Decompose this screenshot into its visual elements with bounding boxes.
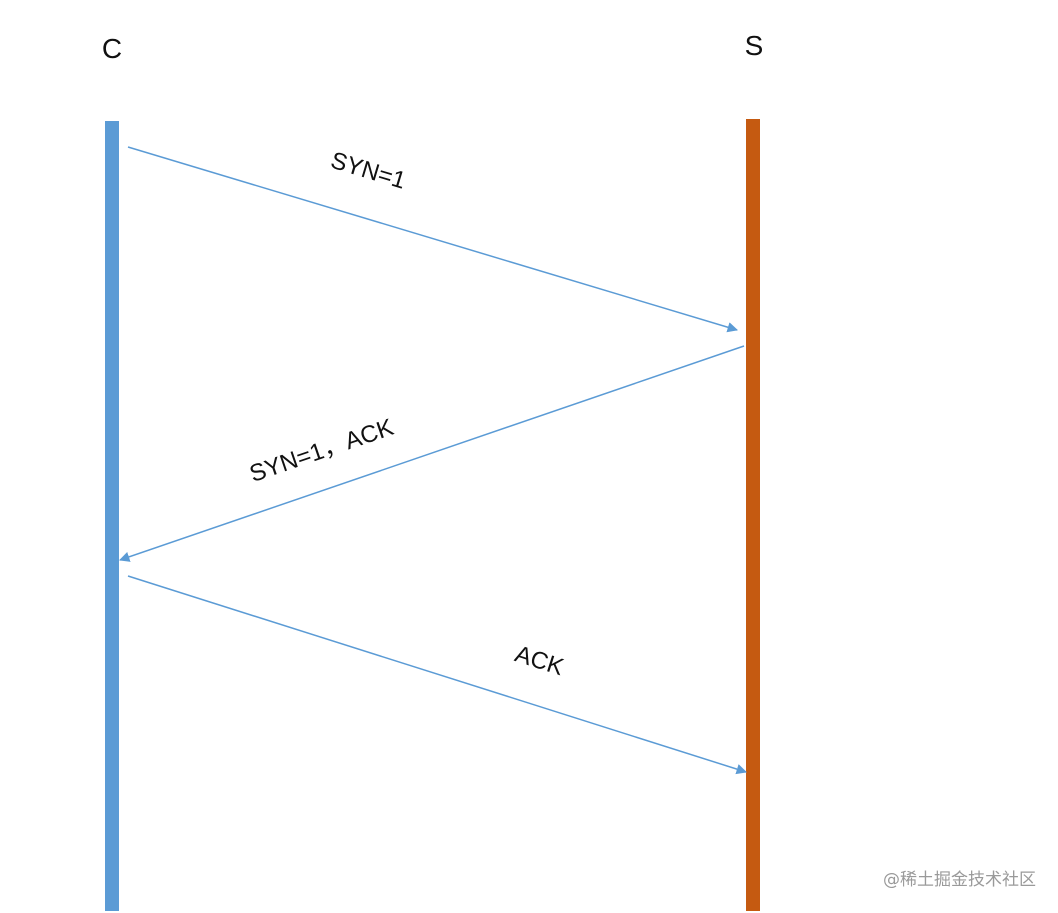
watermark-text: @稀土掘金技术社区	[883, 870, 1036, 890]
client-label: C	[102, 33, 122, 64]
client-lifeline	[105, 121, 119, 911]
ack-label: ACK	[512, 641, 567, 682]
syn-ack-arrow	[119, 345, 745, 562]
server-label: S	[745, 30, 764, 61]
syn-arrow	[127, 146, 739, 333]
server-lifeline	[746, 119, 760, 911]
syn-label: SYN=1	[328, 147, 409, 195]
ack-arrow	[127, 575, 748, 775]
syn-ack-label: SYN=1，ACK	[246, 414, 397, 488]
